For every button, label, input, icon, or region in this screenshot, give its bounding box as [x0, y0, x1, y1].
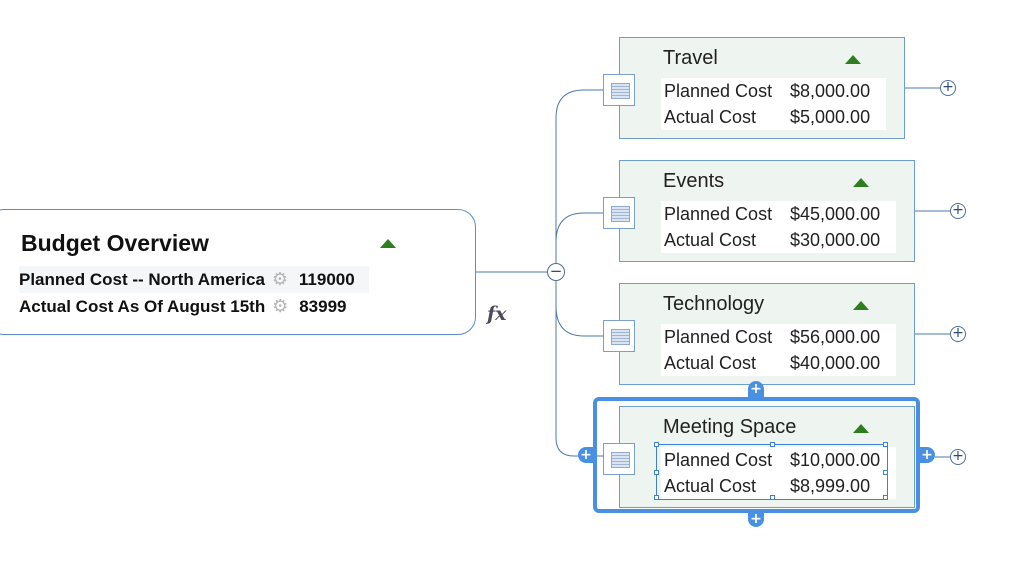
- property-row: Planned Cost $56,000.00: [661, 324, 896, 350]
- property-value: $45,000.00: [790, 203, 881, 224]
- gear-icon[interactable]: ⚙: [272, 296, 289, 316]
- expand-plus-icon[interactable]: +: [950, 203, 966, 219]
- notes-icon-lines: [611, 206, 630, 222]
- property-row: Actual Cost $30,000.00: [661, 227, 896, 253]
- property-row: Actual Cost As Of August 15th ⚙ 83999: [19, 293, 370, 320]
- collapse-triangle-icon[interactable]: [380, 239, 396, 248]
- property-row: Actual Cost $8,999.00: [661, 473, 896, 499]
- resize-handle[interactable]: [883, 470, 888, 475]
- collapse-minus-icon[interactable]: −: [547, 263, 565, 281]
- topic-meeting-space[interactable]: Meeting Space Planned Cost $10,000.00 Act…: [619, 406, 915, 508]
- notes-icon[interactable]: [603, 443, 635, 475]
- topic-properties-table: Planned Cost $8,000.00 Actual Cost $5,000.…: [661, 78, 886, 130]
- collapse-triangle-icon[interactable]: [853, 424, 869, 433]
- property-row: Actual Cost $5,000.00: [661, 104, 886, 130]
- expand-plus-icon[interactable]: +: [950, 326, 966, 342]
- property-row: Planned Cost $10,000.00: [661, 447, 896, 473]
- topic-title: Travel: [663, 47, 718, 69]
- property-value: 83999: [299, 296, 347, 316]
- resize-handle[interactable]: [883, 495, 888, 500]
- resize-handle[interactable]: [654, 442, 659, 447]
- property-value: $5,000.00: [790, 106, 871, 127]
- expand-plus-icon[interactable]: +: [940, 80, 956, 96]
- property-label: Actual Cost: [664, 229, 757, 250]
- property-row: Planned Cost -- North America ⚙ 119000: [19, 266, 370, 293]
- expand-plus-icon[interactable]: +: [950, 449, 966, 465]
- collapse-triangle-icon[interactable]: [853, 301, 869, 310]
- notes-icon[interactable]: [603, 320, 635, 352]
- resize-handle[interactable]: [770, 442, 775, 447]
- property-row: Planned Cost $45,000.00: [661, 201, 896, 227]
- resize-handle[interactable]: [654, 470, 659, 475]
- resize-handle[interactable]: [883, 442, 888, 447]
- property-row: Actual Cost $40,000.00: [661, 350, 896, 376]
- property-value: $56,000.00: [790, 326, 881, 347]
- property-value: $30,000.00: [790, 229, 881, 250]
- add-topic-above-handle[interactable]: +: [748, 381, 764, 397]
- collapse-triangle-icon[interactable]: [845, 55, 861, 64]
- property-value: 119000: [298, 269, 355, 289]
- add-subtopic-right-handle[interactable]: +: [919, 447, 935, 463]
- topic-properties-table: Planned Cost $10,000.00 Actual Cost $8,999…: [661, 447, 896, 499]
- gear-icon[interactable]: ⚙: [271, 269, 288, 289]
- topic-title: Events: [663, 170, 725, 192]
- property-value: $10,000.00: [790, 449, 881, 470]
- property-value: $8,999.00: [790, 475, 871, 496]
- topic-travel[interactable]: Travel Planned Cost $8,000.00 Actual Cost…: [619, 37, 905, 139]
- notes-icon[interactable]: [603, 197, 635, 229]
- resize-handle[interactable]: [770, 495, 775, 500]
- property-label: Planned Cost: [664, 203, 773, 224]
- property-label: Actual Cost: [664, 106, 757, 127]
- property-value: $40,000.00: [790, 352, 881, 373]
- topic-events[interactable]: Events Planned Cost $45,000.00 Actual Cos…: [619, 160, 915, 262]
- add-topic-left-handle[interactable]: +: [578, 447, 594, 463]
- topic-properties-table: Planned Cost $45,000.00 Actual Cost $30,00…: [661, 201, 896, 253]
- property-label: Actual Cost: [664, 352, 757, 373]
- property-row: Planned Cost $8,000.00: [661, 78, 886, 104]
- property-label: Actual Cost As Of August 15th: [19, 296, 266, 316]
- topic-title: Meeting Space: [663, 416, 797, 438]
- topic-properties-table: Planned Cost $56,000.00 Actual Cost $40,00…: [661, 324, 896, 376]
- resize-handle[interactable]: [654, 495, 659, 500]
- notes-icon-lines: [611, 83, 630, 99]
- add-topic-below-handle[interactable]: +: [748, 511, 764, 527]
- property-value: $8,000.00: [790, 80, 871, 101]
- topic-technology[interactable]: Technology Planned Cost $56,000.00 Actual…: [619, 283, 915, 385]
- central-topic-budget-overview[interactable]: Budget Overview Planned Cost -- North Am…: [0, 209, 476, 335]
- table-selection-box[interactable]: [654, 442, 888, 500]
- collapse-triangle-icon[interactable]: [853, 178, 869, 187]
- property-label: Actual Cost: [664, 475, 757, 496]
- formula-icon[interactable]: fx: [487, 303, 507, 325]
- notes-icon-lines: [611, 452, 630, 468]
- property-label: Planned Cost: [664, 326, 773, 347]
- property-label: Planned Cost -- North America: [19, 269, 265, 289]
- property-label: Planned Cost: [664, 80, 773, 101]
- topic-title: Technology: [663, 293, 765, 315]
- central-topic-title: Budget Overview: [21, 230, 209, 256]
- notes-icon[interactable]: [603, 74, 635, 106]
- central-topic-properties-table: Planned Cost -- North America ⚙ 119000 A…: [19, 266, 370, 320]
- property-label: Planned Cost: [664, 449, 773, 470]
- notes-icon-lines: [611, 329, 630, 345]
